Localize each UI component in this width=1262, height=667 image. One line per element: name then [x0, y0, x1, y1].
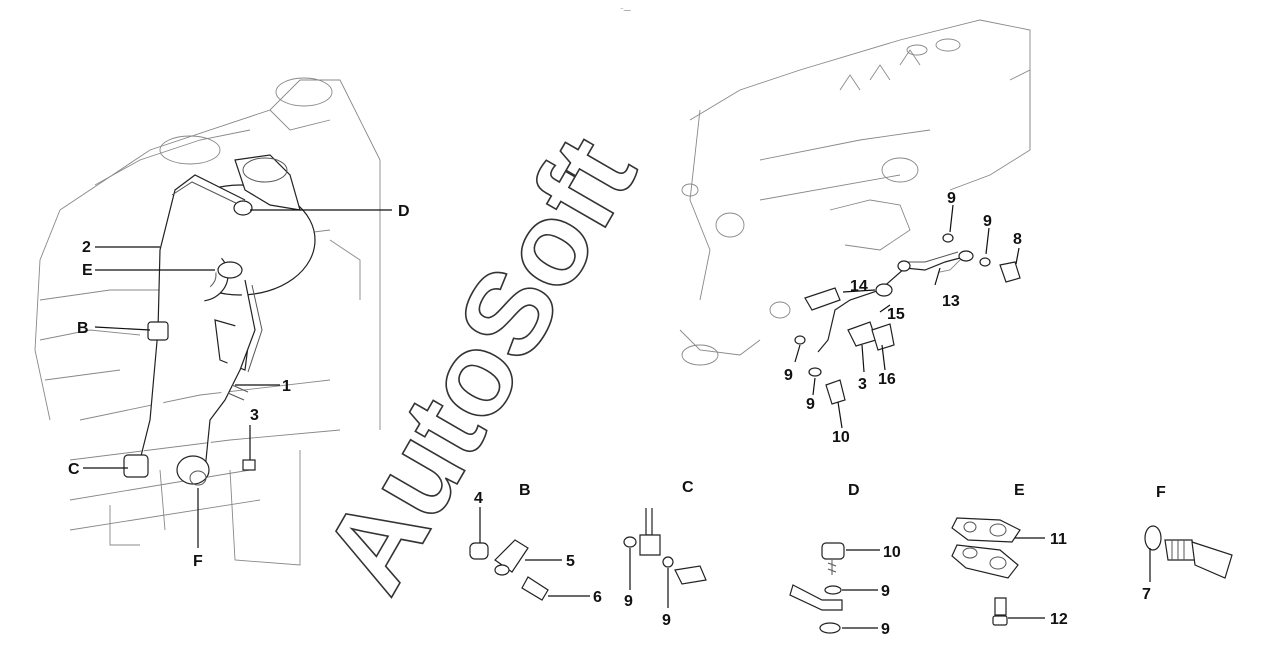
callout-12: 12: [1050, 611, 1068, 628]
callout-10-pump: 10: [832, 429, 850, 446]
callout-3-pump: 3: [858, 376, 867, 393]
callout-11: 11: [1050, 531, 1067, 548]
callout-9-a: 9: [947, 190, 956, 207]
callout-f: F: [193, 553, 203, 570]
callout-c: C: [68, 461, 80, 478]
callout-b: B: [77, 320, 89, 337]
callout-9-d1: 9: [881, 583, 890, 600]
detail-header-e: E: [1014, 482, 1025, 499]
main-callout-leaders: [83, 209, 392, 548]
detail-header-f: F: [1156, 484, 1166, 501]
callout-9-d: 9: [806, 396, 815, 413]
callout-4: 4: [474, 490, 483, 507]
callout-2: 2: [82, 239, 91, 256]
pump-oil-line-parts: [794, 233, 1021, 405]
callout-d: D: [398, 203, 410, 220]
detail-header-b: B: [519, 482, 531, 499]
callout-9-b: 9: [983, 213, 992, 230]
detail-c: 9 9: [623, 508, 707, 629]
detail-f: 7: [1142, 525, 1233, 603]
detail-header-d: D: [848, 482, 860, 499]
callout-15: 15: [887, 306, 905, 323]
detail-headers: B C D E F: [519, 479, 1166, 501]
callout-9-c: 9: [784, 367, 793, 384]
pump-callout-labels: 9 9 8 14 13 15 9 9 3 16 10: [784, 190, 1022, 446]
callout-e: E: [82, 262, 93, 279]
callout-8: 8: [1013, 231, 1022, 248]
callout-16: 16: [878, 371, 896, 388]
top-mark: ⁻—: [620, 7, 631, 14]
callout-3: 3: [250, 407, 259, 424]
pump-callout-leaders: [794, 204, 1020, 429]
callout-14: 14: [850, 278, 868, 295]
detail-header-c: C: [682, 479, 694, 496]
main-callout-labels: D 2 E B 1 3 C F: [68, 203, 410, 570]
callout-6: 6: [593, 589, 602, 606]
callout-13: 13: [942, 293, 960, 310]
callout-7: 7: [1142, 586, 1151, 603]
callout-1: 1: [282, 378, 291, 395]
callout-9-c1: 9: [624, 593, 633, 610]
callout-9-c2: 9: [662, 612, 671, 629]
detail-e: 11 12: [951, 517, 1068, 628]
turbo-oil-lines: [123, 174, 263, 486]
detail-b: 4 5 6: [469, 490, 602, 606]
callout-9-d2: 9: [881, 621, 890, 638]
detail-d: 10 9 9: [789, 542, 901, 638]
callout-5: 5: [566, 553, 575, 570]
callout-10-d: 10: [883, 544, 901, 561]
